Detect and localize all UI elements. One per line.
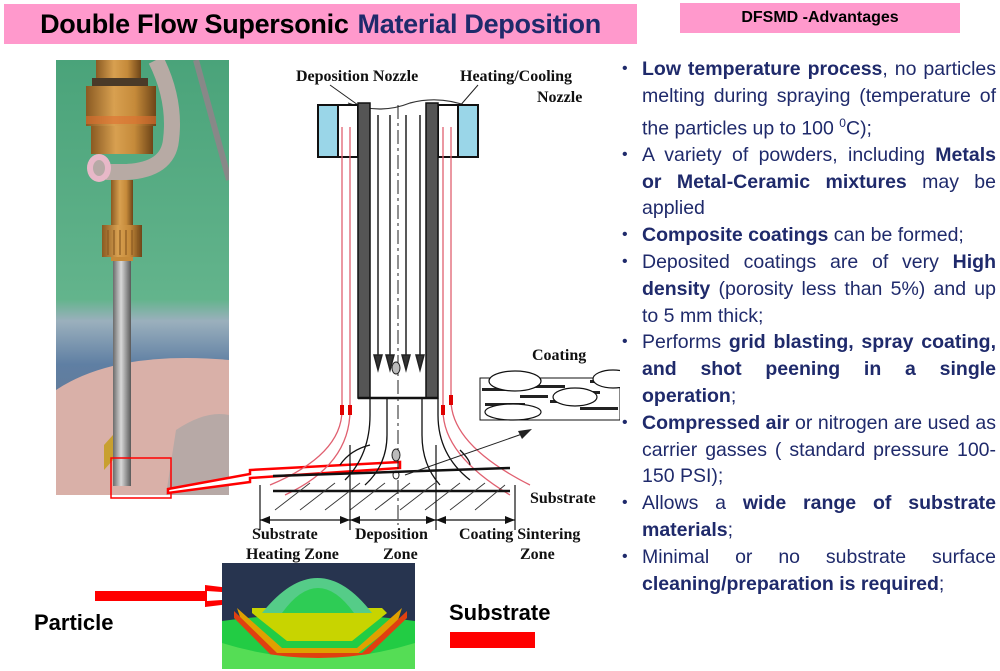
- advantage-emphasis: High density: [642, 251, 996, 300]
- advantage-text: Deposited coatings are of very: [642, 251, 953, 274]
- zone-substrate-heating-line2: Heating Zone: [246, 546, 339, 563]
- advantage-emphasis: grid blasting, spray coating, and shot p…: [642, 331, 996, 408]
- advantage-text: ;: [938, 572, 945, 595]
- zone-deposition-line2: Zone: [383, 546, 418, 563]
- advantage-text: Minimal or no substrate surface: [642, 545, 996, 568]
- advantage-text: or nitrogen are used as carrier gasses (…: [642, 411, 996, 488]
- advantage-emphasis: Metals or Metal-Ceramic mixtures: [642, 143, 996, 193]
- degree-superscript: 0: [839, 115, 846, 130]
- advantage-text: A variety of powders, including: [642, 143, 936, 166]
- advantage-item: Allows a wide range of substrate materia…: [620, 490, 996, 544]
- advantage-emphasis: cleaning/preparation is required: [642, 572, 939, 595]
- main-title-banner: Double Flow Supersonic Material Depositi…: [4, 4, 637, 44]
- advantage-item: Composite coatings can be formed;: [620, 222, 996, 249]
- title-part-2: Material Deposition: [357, 8, 602, 39]
- nozzle-wall-right: [425, 102, 439, 399]
- advantages-list: Low temperature process, no particles me…: [620, 56, 996, 597]
- label-heating-cooling-nozzle: Nozzle: [537, 89, 582, 106]
- advantage-emphasis: Compressed air: [642, 411, 790, 434]
- zone-deposition-line1: Deposition: [355, 526, 428, 543]
- advantage-item: A variety of powders, including Metals o…: [620, 142, 996, 222]
- zone-substrate-heating-line1: Substrate: [252, 526, 318, 543]
- nozzle-wall-left: [357, 102, 371, 399]
- coating-illustration: [479, 369, 620, 421]
- advantage-text: ;: [727, 519, 734, 542]
- deposition-schematic: Deposition Nozzle Heating/Cooling Nozzle: [246, 68, 620, 563]
- advantage-text: Allows a: [642, 492, 743, 515]
- pointer-arrow-substrate: [395, 632, 535, 648]
- zone-coating-sintering-line1: Coating Sintering: [459, 526, 580, 543]
- advantage-item: Deposited coatings are of very High dens…: [620, 249, 996, 329]
- advantage-text: C);: [845, 117, 872, 140]
- advantage-item: Compressed air or nitrogen are used as c…: [620, 410, 996, 490]
- advantage-text: ;: [730, 385, 737, 408]
- label-heating-cooling: Heating/Cooling: [460, 68, 572, 85]
- advantage-text: , no particles melting during spraying (…: [642, 58, 996, 140]
- advantage-item: Performs grid blasting, spray coating, a…: [620, 329, 996, 409]
- heating-nozzle-left: [317, 104, 339, 158]
- advantage-text: may be applied: [642, 170, 996, 220]
- advantage-emphasis: wide range of substrate materials: [642, 492, 997, 542]
- advantage-item: Minimal or no substrate surface cleaning…: [620, 544, 996, 598]
- label-coating: Coating: [532, 347, 586, 364]
- label-substrate-diagram: Substrate: [530, 490, 596, 507]
- advantage-text: Performs: [642, 331, 729, 354]
- nozzle-photo: [56, 60, 229, 495]
- advantage-text: (porosity less than 5%) and up to 5 mm t…: [642, 277, 996, 327]
- label-deposition-nozzle: Deposition Nozzle: [296, 68, 418, 85]
- advantage-emphasis: Low temperature process: [642, 58, 883, 80]
- zone-coating-sintering-line2: Zone: [520, 546, 555, 563]
- advantage-item: Low temperature process, no particles me…: [620, 56, 996, 142]
- label-particle: Particle: [34, 610, 114, 635]
- label-substrate-sim: Substrate: [449, 600, 551, 625]
- advantage-text: can be formed;: [828, 224, 964, 247]
- title-part-1: Double Flow Supersonic: [40, 8, 349, 39]
- heating-nozzle-right: [457, 104, 479, 158]
- advantages-title-banner: DFSMD -Advantages: [680, 3, 960, 33]
- advantage-emphasis: Composite coatings: [642, 224, 829, 247]
- impact-simulation: [222, 563, 415, 669]
